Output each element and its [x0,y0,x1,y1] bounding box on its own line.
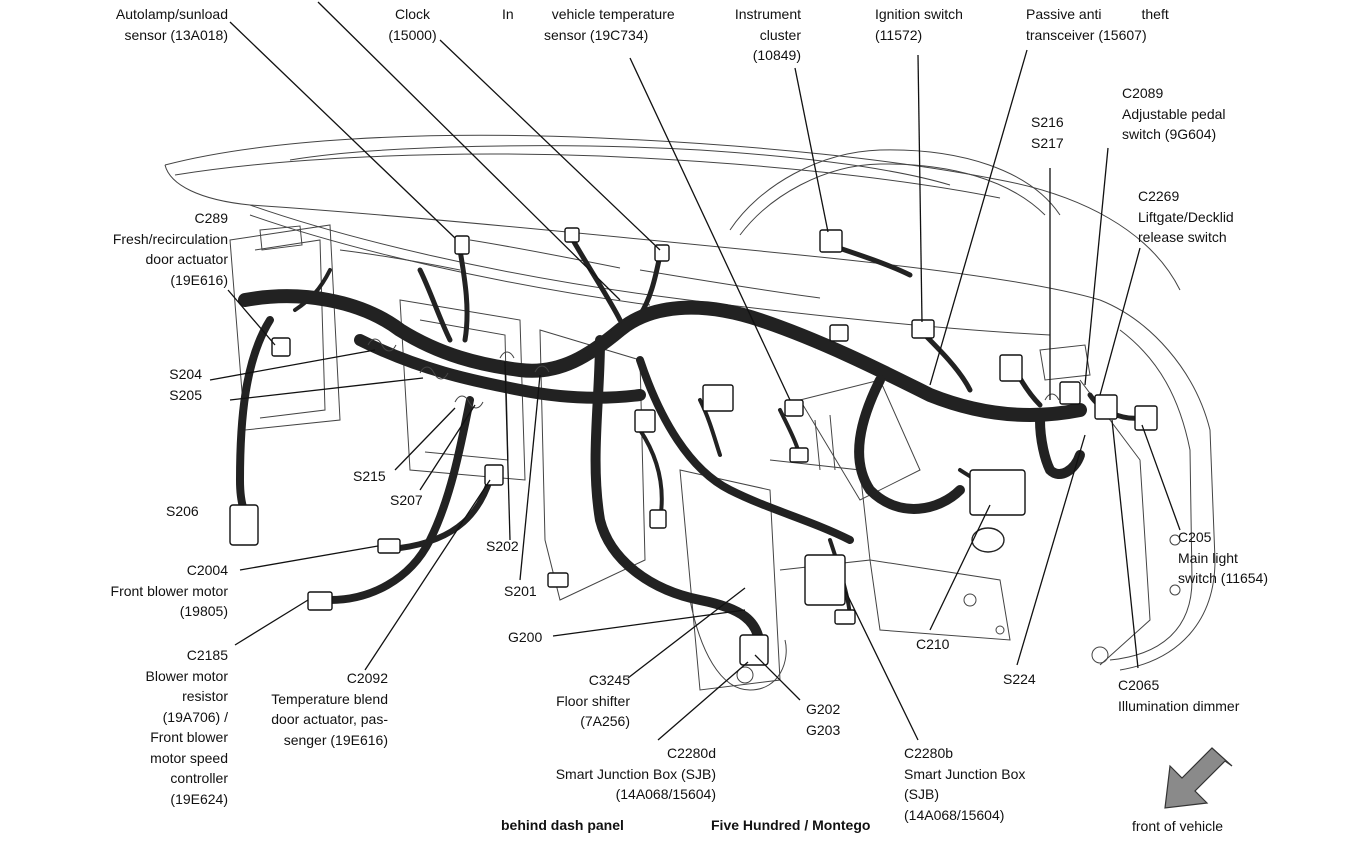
label-s206: S206 [166,503,199,519]
label-g200: G200 [508,629,543,645]
front-arrow-icon [1164,747,1233,809]
splices [367,338,1060,409]
label-s207: S207 [390,492,423,508]
label-clock: Clock(15000) [388,6,437,43]
label-s201: S201 [504,583,537,599]
footer-front-of-vehicle: front of vehicle [1132,818,1224,834]
label-s202: S202 [486,538,519,554]
label-s215: S215 [353,468,386,484]
leader-lines [209,1,1181,741]
footer-model-name: Five Hundred / Montego [711,817,871,833]
main-harness [236,232,1143,655]
label-c210: C210 [916,636,950,652]
label-ignition-switch: Ignition switch(11572) [875,6,963,43]
label-s224: S224 [1003,671,1036,687]
footer-behind-dash-panel: behind dash panel [501,817,624,833]
